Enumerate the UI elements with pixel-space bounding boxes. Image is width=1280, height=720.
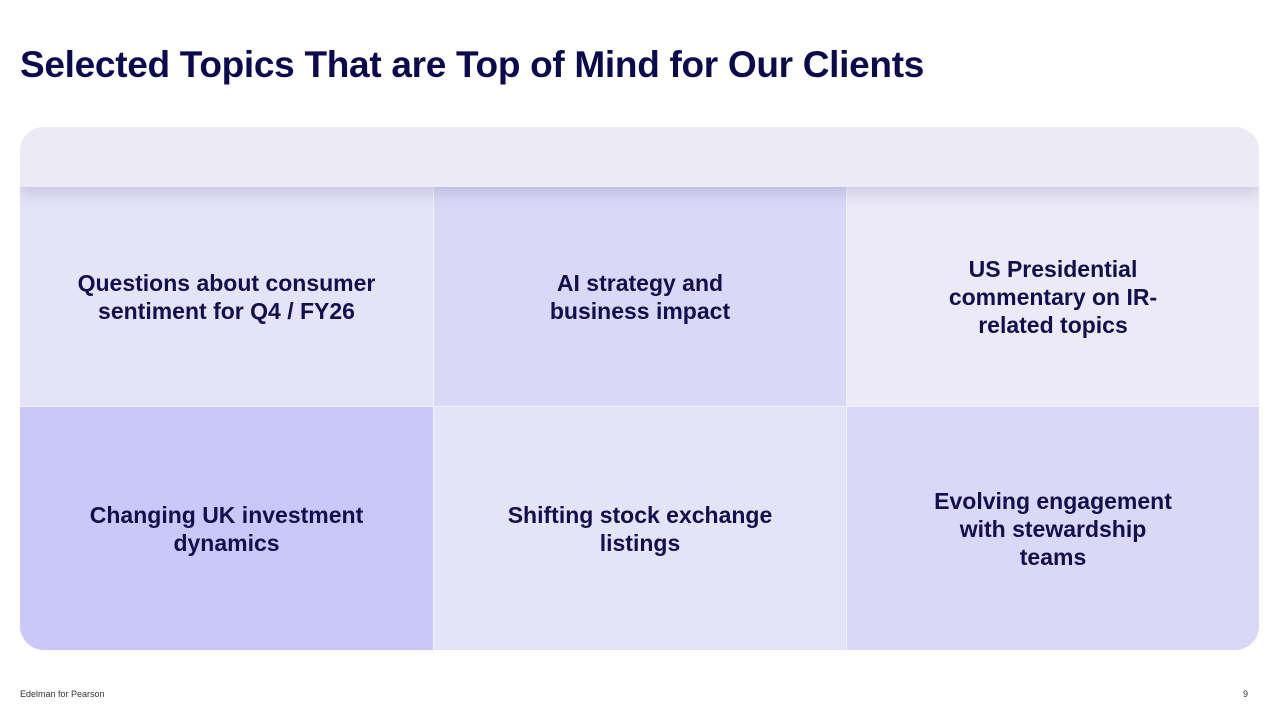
topic-cell-us-presidential: US Presidential commentary on IR-related… bbox=[846, 187, 1259, 406]
topic-label: Questions about consumer sentiment for Q… bbox=[77, 269, 376, 324]
topics-grid: Questions about consumer sentiment for Q… bbox=[20, 187, 1259, 650]
topic-cell-uk-investment: Changing UK investment dynamics bbox=[20, 406, 433, 650]
topic-cell-stewardship: Evolving engagement with stewardship tea… bbox=[846, 406, 1259, 650]
topic-label: Shifting stock exchange listings bbox=[507, 501, 773, 556]
topic-label: Changing UK investment dynamics bbox=[89, 501, 364, 556]
page-number: 9 bbox=[1242, 689, 1248, 699]
topic-label: US Presidential commentary on IR-related… bbox=[948, 255, 1158, 338]
topic-label: Evolving engagement with stewardship tea… bbox=[934, 487, 1172, 570]
topic-cell-stock-exchange: Shifting stock exchange listings bbox=[433, 406, 846, 650]
panel-header-band bbox=[20, 127, 1259, 187]
topic-cell-ai-strategy: AI strategy and business impact bbox=[433, 187, 846, 406]
slide-title: Selected Topics That are Top of Mind for… bbox=[20, 44, 924, 85]
topic-cell-consumer-sentiment: Questions about consumer sentiment for Q… bbox=[20, 187, 433, 406]
topic-label: AI strategy and business impact bbox=[549, 269, 731, 324]
topics-panel: Questions about consumer sentiment for Q… bbox=[20, 127, 1259, 650]
footer-source: Edelman for Pearson bbox=[20, 689, 105, 699]
